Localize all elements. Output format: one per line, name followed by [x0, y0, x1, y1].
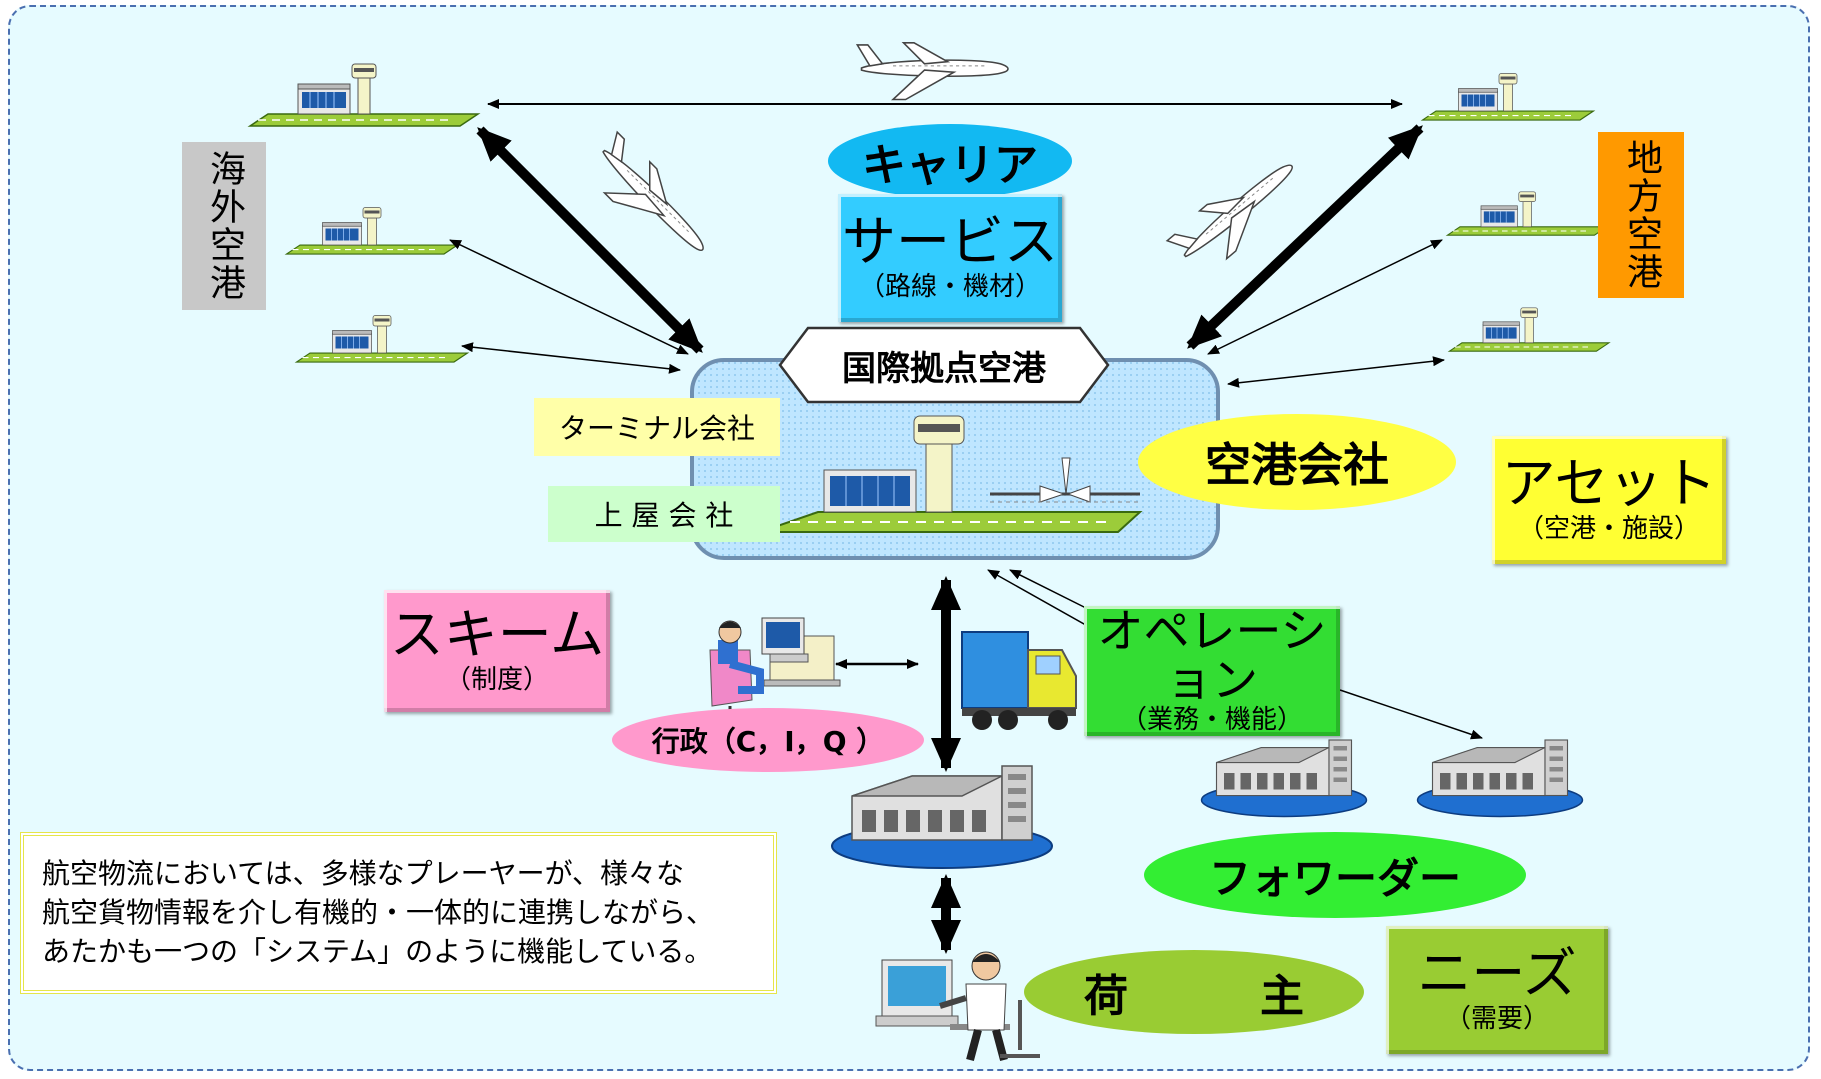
- carrier-text: キャリア: [862, 140, 1038, 191]
- terminal-company-text: ターミナル会社: [558, 412, 755, 445]
- operation-title: オペレーション: [1097, 604, 1327, 707]
- summary-note: 航空物流においては、多様なプレーヤーが、様々な 航空貨物情報を介し有機的・一体的…: [20, 832, 777, 994]
- service-title: サービス: [842, 210, 1058, 274]
- arrow-operation: [1009, 569, 1091, 611]
- arrow-thin: [1227, 356, 1445, 388]
- hub-text: 国際拠点空港: [842, 348, 1046, 389]
- operation-box: オペレーション （業務・機能）: [1084, 606, 1340, 736]
- hub-hexagon: [778, 326, 1110, 404]
- airplane-icon: [856, 42, 1009, 101]
- note-line: 航空物流においては、多様なプレーヤーが、様々な: [42, 857, 685, 890]
- carrier-label: キャリア: [828, 124, 1072, 198]
- warehouse-icon: [1416, 739, 1584, 818]
- building-company-text: 上 屋 会 社: [594, 499, 734, 532]
- shipper-worker-icon: [875, 951, 1040, 1062]
- note-line: 航空貨物情報を介し有機的・一体的に連携しながら、: [42, 896, 715, 930]
- building-company-label: 上 屋 会 社: [548, 486, 780, 542]
- local-airport-icon: [1448, 307, 1610, 352]
- local-airport-icon: [1421, 72, 1595, 121]
- asset-subtitle: （空港・施設）: [1517, 514, 1700, 545]
- service-box: サービス （路線・機材）: [838, 194, 1062, 322]
- shipper-label: 荷 主: [1024, 950, 1364, 1034]
- note-line: あたかも一つの「システム」のように機能している。: [42, 935, 713, 969]
- arrow-thin: [449, 239, 689, 355]
- local-airports-label: 地方空港: [1598, 132, 1684, 298]
- asset-box: アセット （空港・施設）: [1492, 436, 1726, 564]
- asset-title: アセット: [1501, 452, 1717, 516]
- warehouse-icon: [1200, 739, 1368, 818]
- hub-airport-icon: [759, 415, 1143, 533]
- warehouse-icon: [831, 765, 1053, 869]
- scheme-title: スキーム: [389, 603, 605, 667]
- airplane-icon: [1165, 146, 1312, 282]
- needs-box: ニーズ （需要）: [1386, 926, 1608, 1054]
- arrow-thin: [1207, 239, 1443, 355]
- overseas-airports-label: 海外空港: [182, 142, 266, 310]
- gov-label: 行政（C，I，Q ）: [612, 708, 924, 772]
- airport-company-text: 空港会社: [1205, 438, 1389, 492]
- terminal-company-label: ターミナル会社: [534, 398, 780, 456]
- hub-label: 国際拠点空港: [778, 326, 1110, 404]
- airport-company-label: 空港会社: [1138, 414, 1456, 510]
- government-worker-icon: [709, 617, 841, 722]
- arrow-overseas-hub: [476, 126, 704, 354]
- needs-title: ニーズ: [1417, 942, 1577, 1006]
- overseas-airport-icon: [295, 314, 469, 363]
- operation-subtitle: （業務・機能）: [1120, 705, 1303, 735]
- scheme-subtitle: （制度）: [444, 665, 549, 696]
- forwarder-text: フォワーダー: [1208, 853, 1461, 903]
- gov-text: 行政（C，I，Q ）: [651, 725, 885, 758]
- arrow-operation: [1339, 689, 1483, 740]
- arrow-thin: [461, 342, 681, 374]
- shipper-text: 荷 主: [1084, 971, 1304, 1022]
- truck-icon: [961, 631, 1077, 730]
- service-subtitle: （路線・機材）: [858, 272, 1041, 303]
- overseas-airport-icon: [285, 206, 459, 255]
- scheme-box: スキーム （制度）: [384, 590, 610, 712]
- arrow-local-hub: [1186, 124, 1424, 350]
- overseas-airport-icon: [249, 63, 479, 127]
- forwarder-label: フォワーダー: [1144, 832, 1526, 918]
- overseas-airports-text: 海外空港: [204, 150, 245, 302]
- local-airports-text: 地方空港: [1621, 139, 1662, 291]
- local-airport-icon: [1446, 191, 1608, 236]
- needs-subtitle: （需要）: [1444, 1004, 1549, 1035]
